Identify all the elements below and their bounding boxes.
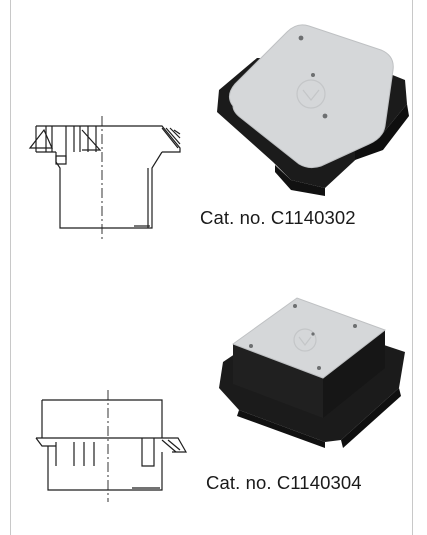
cross-section-drawing-c1140304 [35, 390, 188, 502]
cross-section-drawing-c1140302 [28, 116, 181, 240]
catalog-label-c1140302: Cat. no. C1140302 [200, 207, 356, 228]
product-photo-c1140304 [219, 297, 405, 448]
catalog-label-c1140304: Cat. no. C1140304 [206, 472, 362, 493]
page-border-right [412, 0, 413, 535]
product-photo-c1140302 [217, 24, 409, 196]
page-border-left [10, 0, 11, 535]
